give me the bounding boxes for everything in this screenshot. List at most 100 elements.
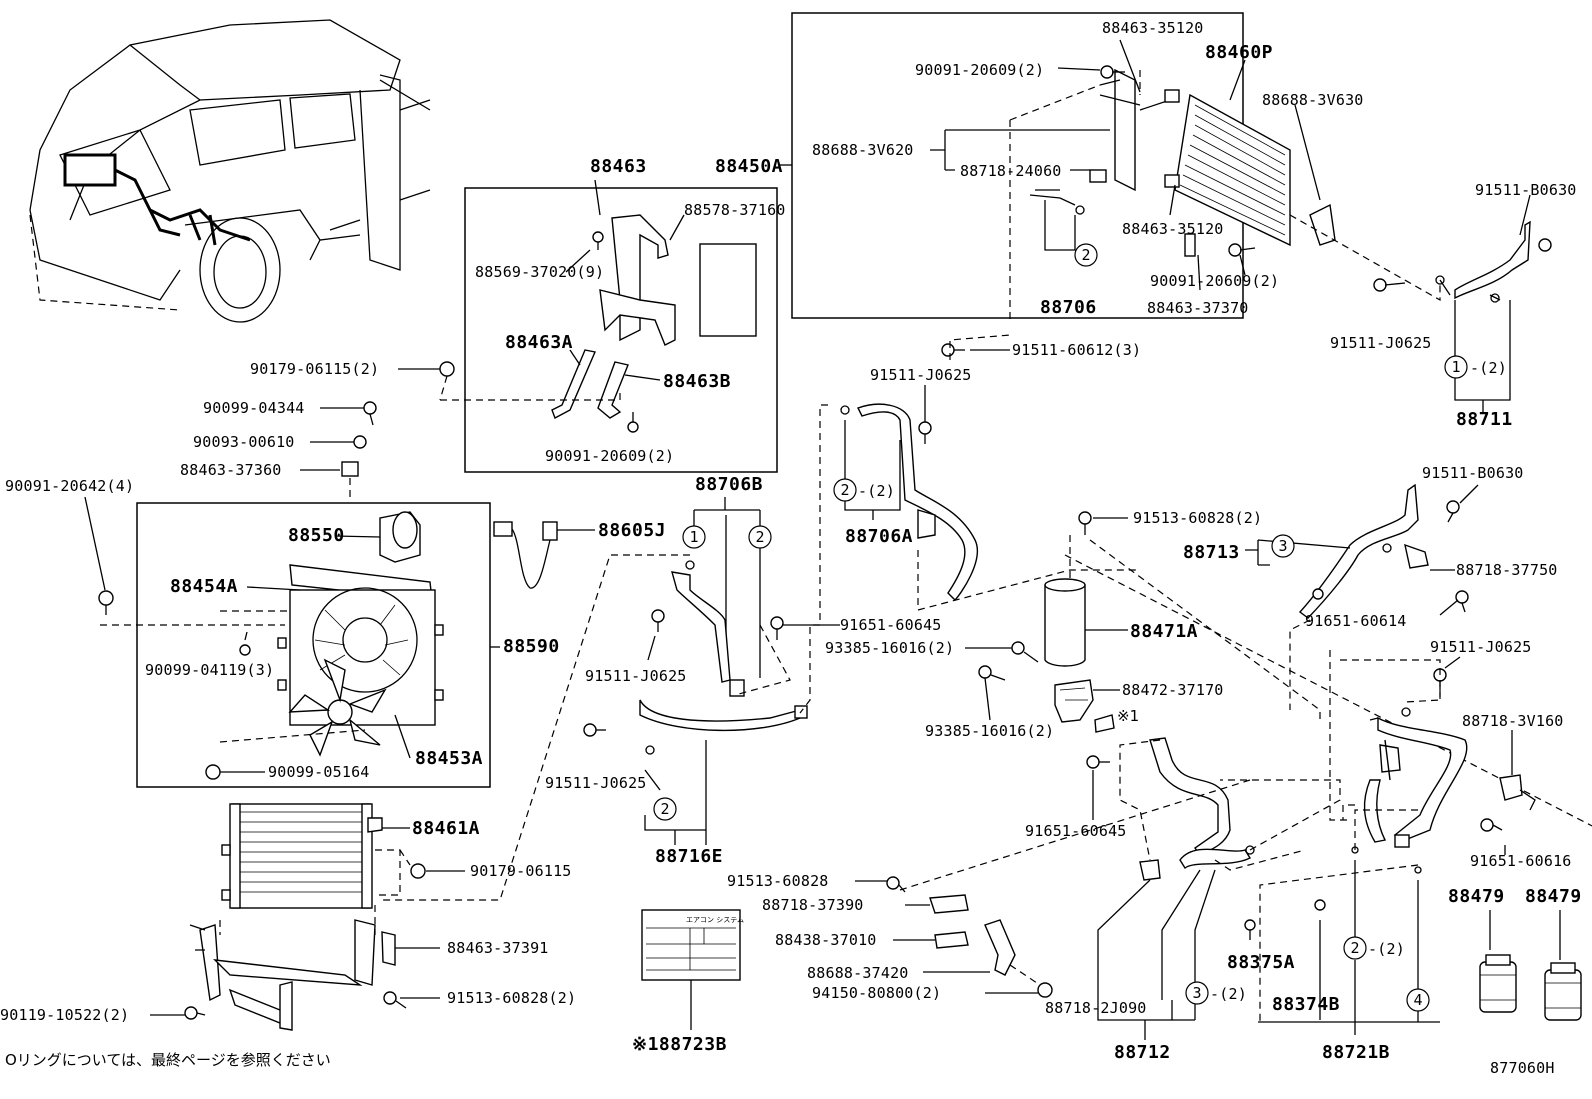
label-88578-37160: 88578-37160	[684, 201, 786, 219]
callout-3: 3	[1271, 534, 1295, 558]
label-90119-10522: 90119-10522(2)	[0, 1006, 129, 1024]
label-90091-20642: 90091-20642(4)	[5, 477, 134, 495]
vehicle-sketch	[29, 19, 431, 323]
callout-2: 2	[1343, 936, 1367, 960]
oil-can-icon	[1544, 962, 1582, 1021]
bolt-icon	[383, 991, 407, 1009]
label-88463B: 88463B	[663, 371, 731, 392]
assembly-88706B: 88706B 1 2 91651-60645 91511-J0625 91511…	[380, 474, 942, 901]
clip-icon	[1244, 919, 1256, 940]
callout-2: 2	[833, 478, 857, 502]
bolt-icon	[651, 609, 665, 632]
nut-icon	[410, 863, 426, 879]
svg-text:2: 2	[755, 528, 764, 546]
label-88723B: ※188723B	[632, 1034, 727, 1055]
bracket-box-88463: 88463 88578-37160 88569-37020(9) 88463A …	[464, 156, 786, 473]
label-88721B: 88721B	[1322, 1042, 1390, 1063]
label-88688-3V630: 88688-3V630	[1262, 91, 1364, 109]
svg-text:2: 2	[840, 481, 849, 499]
callout-suffix: -(2)	[1368, 940, 1405, 958]
label-91511-60612: 91511-60612(3)	[1012, 341, 1141, 359]
callout-3: 3	[1185, 981, 1209, 1005]
assembly-88712: 91651-60645 3 -(2) 88718-2J090 88712 883…	[1025, 737, 1341, 1063]
label-91513-60828-b: 91513-60828(2)	[447, 989, 576, 1007]
label-91511-B0630: 91511-B0630	[1475, 181, 1577, 199]
bolt-icon	[583, 723, 606, 737]
label-91511-J0625: 91511-J0625	[585, 667, 687, 685]
label-91651-60614: 91651-60614	[1305, 612, 1407, 630]
label-91513-60828-c: 91513-60828	[727, 872, 829, 890]
label-88374B: 88374B	[1272, 994, 1340, 1015]
label-88688-3V620: 88688-3V620	[812, 141, 914, 159]
condenser-box-88450A: 88463-35120 88460P 90091-20609(2) 88688-…	[791, 12, 1364, 320]
bolt-icon	[592, 231, 604, 250]
label-88453A: 88453A	[415, 748, 483, 769]
label-88716E: 88716E	[655, 846, 723, 867]
label-88712: 88712	[1114, 1042, 1171, 1063]
fan-blade	[288, 658, 387, 757]
label-90099-05164: 90099-05164	[268, 763, 370, 781]
bolt-icon	[1078, 511, 1092, 535]
label-90093-00610: 90093-00610	[193, 433, 295, 451]
clip-icon	[341, 461, 359, 477]
clip-icon	[1314, 899, 1326, 911]
label-88569-37020: 88569-37020(9)	[475, 263, 604, 281]
oil-cans-88479: 88479 88479	[1448, 886, 1582, 1021]
label-93385-16016-a: 93385-16016(2)	[825, 639, 954, 657]
fan-box-88590: 88550 88454A 90099-04119(3) 90099-05164 …	[136, 502, 500, 788]
label-sticker: エアコン システム	[641, 909, 744, 981]
callout-2: 2	[748, 525, 772, 549]
label-88590: 88590	[503, 636, 560, 657]
label-88706A: 88706A	[845, 526, 913, 547]
label-90091-20609-b: 90091-20609(2)	[1150, 272, 1279, 290]
bolt-icon	[363, 401, 377, 426]
bolt-icon	[1086, 755, 1110, 769]
label-90179-06115: 90179-06115(2)	[250, 360, 379, 378]
label-88718-3V160: 88718-3V160	[1462, 712, 1564, 730]
label-88718-2J090: 88718-2J090	[1045, 999, 1147, 1017]
label-91511-J0625-d: 91511-J0625	[545, 774, 647, 792]
bolt-icon	[239, 631, 251, 656]
label-93385-16016-b: 93385-16016(2)	[925, 722, 1054, 740]
label-88463A: 88463A	[505, 332, 573, 353]
label-90091-20609: 90091-20609(2)	[915, 61, 1044, 79]
svg-text:2: 2	[1350, 939, 1359, 957]
frame-bracket: 88463-37391 91513-60828(2) 90119-10522(2…	[0, 905, 576, 1031]
receiver-88471A: 91513-60828(2) 88471A 88472-37170 ※1 933…	[825, 509, 1592, 827]
label-88463-37391: 88463-37391	[447, 939, 549, 957]
svg-text:2: 2	[660, 800, 669, 818]
svg-text:エアコン システム: エアコン システム	[686, 916, 744, 924]
bolt-icon	[184, 1006, 206, 1020]
sensor-88605J: 88605J	[493, 520, 666, 589]
svg-text:3: 3	[1278, 537, 1287, 555]
oil-can-icon	[1479, 954, 1517, 1013]
bolt-icon	[1455, 590, 1469, 613]
label-91651-60645: 91651-60645	[840, 616, 942, 634]
footnote: Oリングについては、最終ページを参照ください	[5, 1051, 331, 1069]
diagram-id: 877060H	[1490, 1059, 1555, 1077]
label-88450A: 88450A	[715, 156, 783, 177]
label-88706: 88706	[1040, 297, 1097, 318]
bolt-icon	[941, 343, 965, 357]
callout-2: 2	[1074, 243, 1098, 267]
label-88463-37370: 88463-37370	[1147, 299, 1249, 317]
label-88479-b: 88479	[1525, 886, 1582, 907]
bolt-icon	[978, 665, 1006, 681]
label-91511-B0630-b: 91511-B0630	[1422, 464, 1524, 482]
svg-text:3: 3	[1192, 984, 1201, 1002]
label-88718-24060: 88718-24060	[960, 162, 1062, 180]
svg-text:2: 2	[1081, 246, 1090, 264]
label-94150-80800: 94150-80800(2)	[812, 984, 941, 1002]
assembly-88713: 91511-B0630 3 88713 88718-37750 91651-60…	[1183, 464, 1558, 710]
assembly-88706A: 91511-60612(3) 91511-J0625 2 -(2) 88706A	[799, 334, 1141, 714]
label-88472-37170: 88472-37170	[1122, 681, 1224, 699]
label-91511-J0625-e: 91511-J0625	[1430, 638, 1532, 656]
bolt-icon	[1100, 65, 1125, 79]
condenser-88461A: 88461A 90179-06115	[221, 803, 571, 909]
label-88460P: 88460P	[1205, 42, 1273, 63]
label-88605J: 88605J	[598, 520, 666, 541]
left-fasteners: 90179-06115(2) 90099-04344 90093-00610 8…	[5, 360, 621, 626]
label-88718-37750: 88718-37750	[1456, 561, 1558, 579]
label-91651-60616: 91651-60616	[1470, 852, 1572, 870]
